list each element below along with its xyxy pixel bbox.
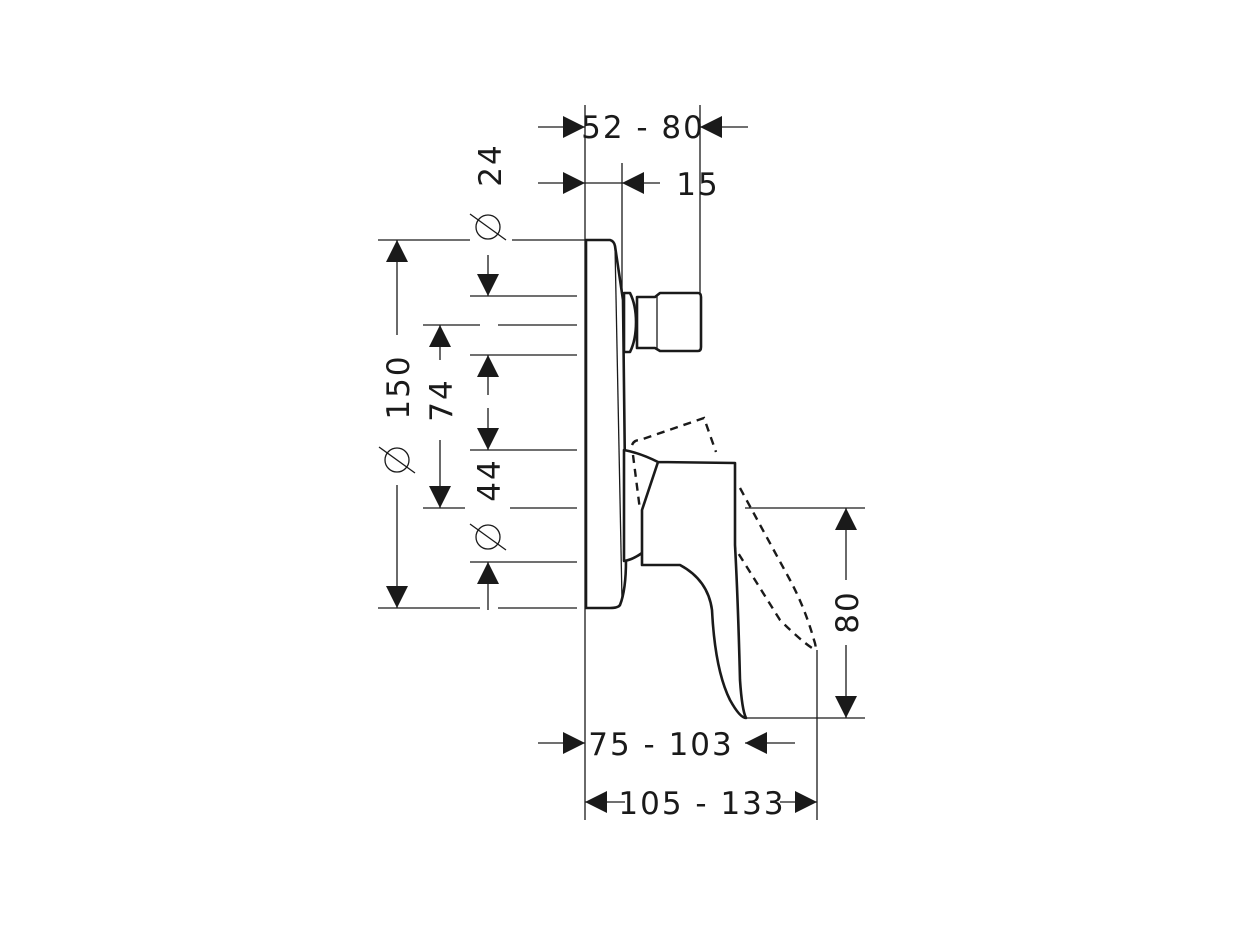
label-handle-diameter: 44 (472, 458, 508, 501)
lever-handle-raised-outline (630, 416, 817, 651)
escutcheon-plate (584, 238, 628, 610)
dimension-handle-diameter: 44 (469, 408, 508, 610)
dimension-spout-offset: 15 (538, 167, 719, 203)
dimension-handle-depth-raised: 105 - 133 (585, 786, 817, 822)
label-spout-diameter: 24 (473, 143, 509, 186)
plate-edge-line (614, 245, 623, 601)
diameter-symbol-icon (378, 446, 416, 474)
label-handle-depth: 75 - 103 (588, 727, 734, 763)
dimension-plate-diameter: 150 (378, 240, 417, 608)
dimension-spout-diameter: 24 (469, 143, 509, 395)
lever-handle (622, 448, 748, 720)
label-depth-top: 52 - 80 (581, 110, 705, 146)
dimension-handle-depth: 75 - 103 (538, 727, 795, 763)
label-plate-diameter: 150 (381, 354, 417, 419)
label-handle-height: 80 (830, 590, 866, 633)
dimension-spacing-74: 74 (424, 325, 460, 508)
dimension-depth-top: 52 - 80 (538, 110, 748, 146)
diameter-symbol-icon (469, 523, 507, 551)
spout (622, 291, 703, 354)
label-spacing-74: 74 (424, 378, 460, 421)
dimension-handle-height: 80 (830, 508, 866, 718)
label-handle-depth-raised: 105 - 133 (618, 786, 785, 822)
diameter-symbol-icon (469, 213, 507, 241)
label-spout-offset: 15 (676, 167, 719, 203)
